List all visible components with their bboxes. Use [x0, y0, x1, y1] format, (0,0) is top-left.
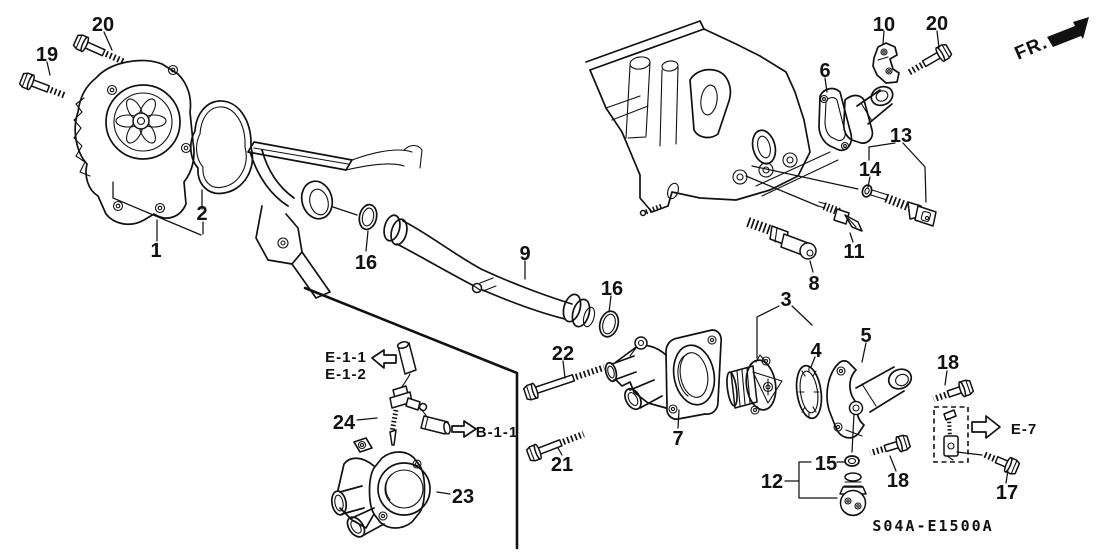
callout-7[interactable]: 7 — [672, 428, 683, 450]
temp-sensor-13 — [870, 189, 937, 227]
bolt-17 — [981, 451, 1021, 475]
callout-12[interactable]: 12 — [761, 471, 783, 493]
callout-22[interactable]: 22 — [552, 343, 574, 365]
o-ring-16-right — [598, 310, 620, 338]
connector-sleeve-b1 — [419, 407, 451, 435]
bolt-18-lower — [869, 434, 911, 457]
callout-24[interactable]: 24 — [333, 412, 356, 434]
callout-20-right[interactable]: 20 — [926, 13, 948, 35]
callout-4[interactable]: 4 — [810, 340, 822, 362]
callout-6[interactable]: 6 — [819, 60, 830, 82]
callout-16-left[interactable]: 16 — [355, 252, 377, 274]
sensor-24 — [389, 341, 428, 446]
callout-8[interactable]: 8 — [808, 273, 819, 295]
callout-23[interactable]: 23 — [452, 486, 474, 508]
thermostat-housing — [604, 329, 723, 420]
thermostat — [726, 354, 783, 415]
arrow-e7-icon — [971, 415, 1001, 439]
bolt-20-left — [72, 34, 126, 65]
sensor-12 — [839, 472, 867, 517]
bolt-21 — [525, 431, 585, 462]
callout-21[interactable]: 21 — [551, 454, 573, 476]
ref-label-e-7[interactable]: E-7 — [1011, 421, 1037, 438]
bolt-22 — [522, 364, 606, 401]
fr-direction-label: FR. — [1012, 32, 1051, 64]
callout-14[interactable]: 14 — [859, 159, 882, 181]
callout-17[interactable]: 17 — [996, 482, 1018, 504]
callout-16-right[interactable]: 16 — [601, 278, 623, 300]
diagram-code: S04A-E1500A — [872, 517, 993, 535]
callout-15[interactable]: 15 — [815, 453, 837, 475]
callout-19[interactable]: 19 — [36, 44, 58, 66]
water-outlet-cover — [826, 360, 913, 439]
water-outlet-upper — [842, 85, 894, 144]
lower-water-housing — [330, 437, 431, 538]
callout-2[interactable]: 2 — [196, 203, 207, 225]
temp-sender-8 — [746, 217, 817, 260]
arrow-e1-icon — [371, 349, 397, 369]
callout-18-upper[interactable]: 18 — [937, 352, 959, 374]
thermostat-gasket — [795, 364, 823, 420]
arrow-b1-icon — [451, 420, 477, 438]
joint-bracket-dashed — [933, 406, 969, 463]
engine-mount-bracket — [247, 141, 423, 299]
sensor-11 — [817, 201, 863, 232]
cylinder-head — [585, 20, 839, 217]
bolt-18-upper — [932, 379, 975, 403]
ref-label-e-1-2[interactable]: E-1-2 — [325, 366, 367, 383]
callout-3[interactable]: 3 — [780, 289, 791, 311]
callout-13[interactable]: 13 — [890, 125, 912, 147]
fr-arrow-icon — [1047, 17, 1089, 47]
washer-14 — [861, 184, 873, 198]
water-connecting-pipe — [383, 214, 596, 328]
callout-9[interactable]: 9 — [519, 243, 530, 265]
callout-10[interactable]: 10 — [873, 14, 895, 36]
callout-20-left[interactable]: 20 — [92, 14, 114, 36]
fr-direction: FR. — [1012, 17, 1089, 65]
sensor-clip — [872, 42, 900, 84]
bolt-19 — [18, 72, 68, 99]
callout-18-lower[interactable]: 18 — [887, 470, 909, 492]
ref-label-b-1-1[interactable]: B-1-1 — [476, 424, 519, 441]
ref-label-e-1-1[interactable]: E-1-1 — [325, 349, 367, 366]
o-ring-16-left — [358, 203, 378, 231]
water-pump — [73, 59, 195, 226]
water-pump-gasket — [190, 100, 254, 195]
callout-1[interactable]: 1 — [150, 240, 161, 262]
separator-line — [303, 286, 519, 550]
bolt-20-right — [906, 43, 953, 76]
water-outlet-gasket — [818, 87, 853, 152]
leader-lines — [46, 30, 1009, 499]
washer-15 — [844, 455, 860, 467]
callout-5[interactable]: 5 — [860, 325, 871, 347]
callout-11[interactable]: 11 — [843, 241, 864, 263]
